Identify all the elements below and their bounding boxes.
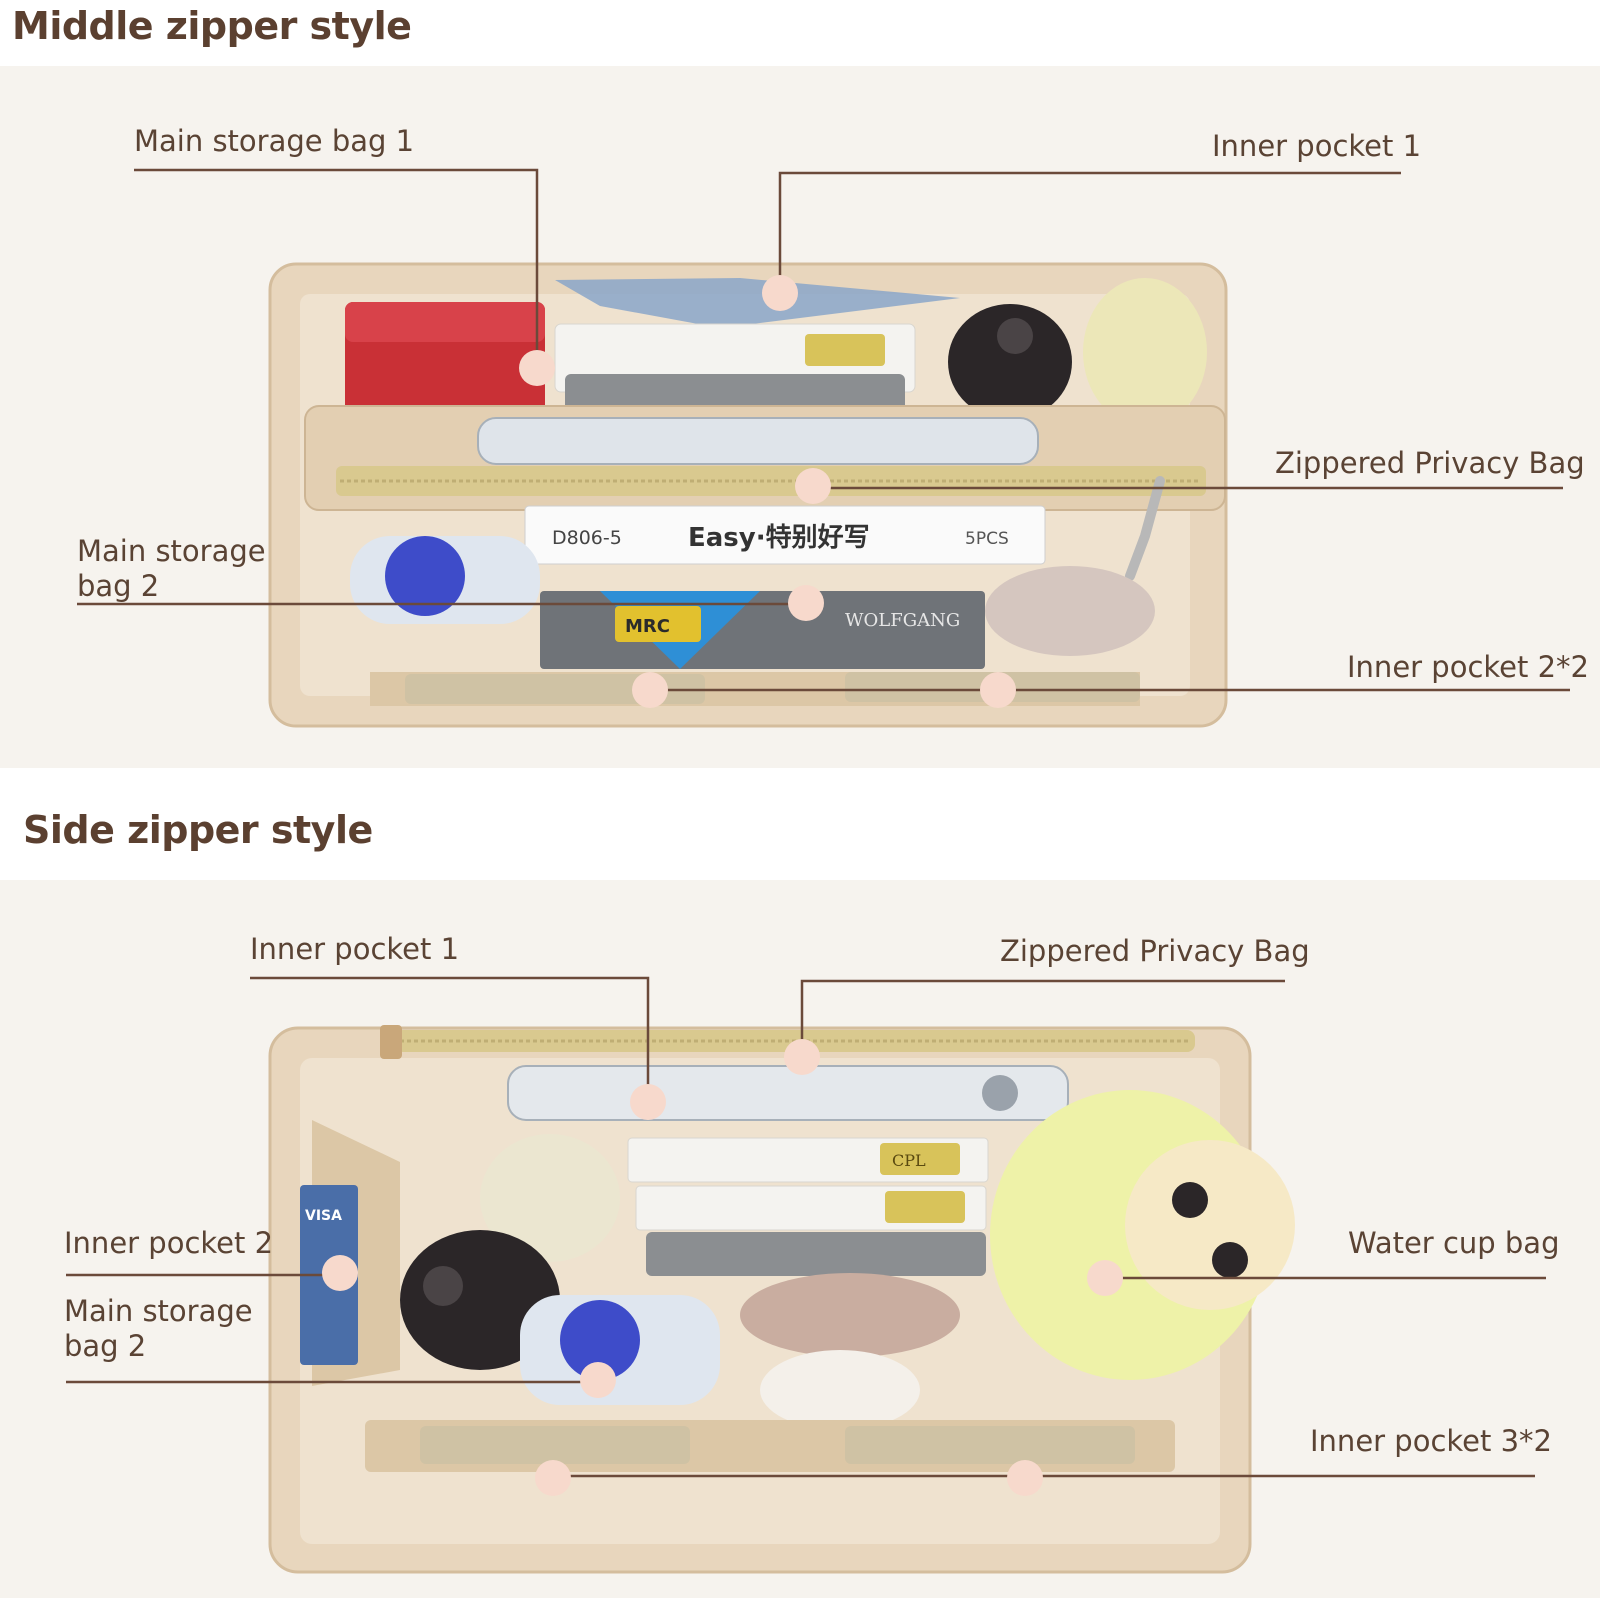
leader-lines xyxy=(66,976,1546,1478)
round-compact xyxy=(760,1350,920,1430)
marker-dot xyxy=(535,1460,571,1496)
card-brand: VISA xyxy=(305,1208,342,1224)
powder-compact xyxy=(740,1273,960,1357)
compact-brand: CPL xyxy=(892,1151,926,1170)
zipper-slider xyxy=(380,1025,402,1059)
cream-bottle xyxy=(480,1134,620,1262)
label-main-storage-bag-2: Main storage bag 2 xyxy=(64,1294,253,1363)
label-inner-pocket-2: Inner pocket 2 xyxy=(64,1226,274,1260)
marker-dot xyxy=(762,275,798,311)
marker-dot xyxy=(322,1255,358,1291)
marker-dot xyxy=(519,350,555,386)
label-inner-pocket-1: Inner pocket 1 xyxy=(1212,129,1422,163)
pen-box-code: D806-5 xyxy=(552,527,622,549)
cards xyxy=(555,278,960,328)
label-inner-pocket-1: Inner pocket 1 xyxy=(250,932,460,966)
marker-dot xyxy=(632,672,668,708)
label-main-storage-bag-2: Main storage bag 2 xyxy=(77,534,266,603)
pen-box-brand: Easy·特别好写 xyxy=(688,522,870,553)
label-water-cup-bag: Water cup bag xyxy=(1348,1226,1560,1260)
label-inner-pocket-2x2: Inner pocket 2*2 xyxy=(1347,650,1589,684)
side-zipper-organizer-illustration: VISA CPL xyxy=(66,976,1546,1574)
marker-dot xyxy=(788,585,824,621)
marker-dot xyxy=(1087,1260,1123,1296)
palette-brand-2: WOLFGANG xyxy=(845,610,960,631)
label-main-storage-bag-1: Main storage bag 1 xyxy=(134,124,415,158)
powder-compact xyxy=(985,566,1155,656)
label-zippered-privacy-bag: Zippered Privacy Bag xyxy=(1275,446,1585,480)
palette-brand: MRC xyxy=(625,616,670,637)
section-title-middle-zipper: Middle zipper style xyxy=(12,4,412,48)
perfume-bottle xyxy=(948,304,1072,420)
pen-box xyxy=(524,505,1046,565)
marker-dot xyxy=(980,672,1016,708)
label-zippered-privacy-bag: Zippered Privacy Bag xyxy=(1000,934,1310,968)
marker-dot xyxy=(784,1039,820,1075)
marker-dot xyxy=(630,1084,666,1120)
side-zipper-photo-panel: VISA CPL xyxy=(0,880,1600,1598)
zipper-pull xyxy=(1125,476,1165,581)
marker-dots xyxy=(519,275,1016,708)
compact-box-gray xyxy=(646,1232,986,1276)
phone xyxy=(477,417,1039,465)
marker-dots xyxy=(322,1039,1123,1496)
middle-zipper-organizer-illustration: D806-5 Easy·特别好写 5PCS MRC WOLFGANG xyxy=(77,168,1570,728)
marker-dot xyxy=(580,1362,616,1398)
middle-zipper-photo-panel: D806-5 Easy·特别好写 5PCS MRC WOLFGANG xyxy=(0,66,1600,768)
pen-box-pcs: 5PCS xyxy=(965,529,1009,549)
marker-dot xyxy=(1007,1460,1043,1496)
leader-lines xyxy=(77,168,1570,692)
section-title-side-zipper: Side zipper style xyxy=(23,808,373,852)
cream-bottle xyxy=(1083,278,1207,426)
marker-dot xyxy=(795,468,831,504)
label-inner-pocket-3x2: Inner pocket 3*2 xyxy=(1310,1424,1552,1458)
